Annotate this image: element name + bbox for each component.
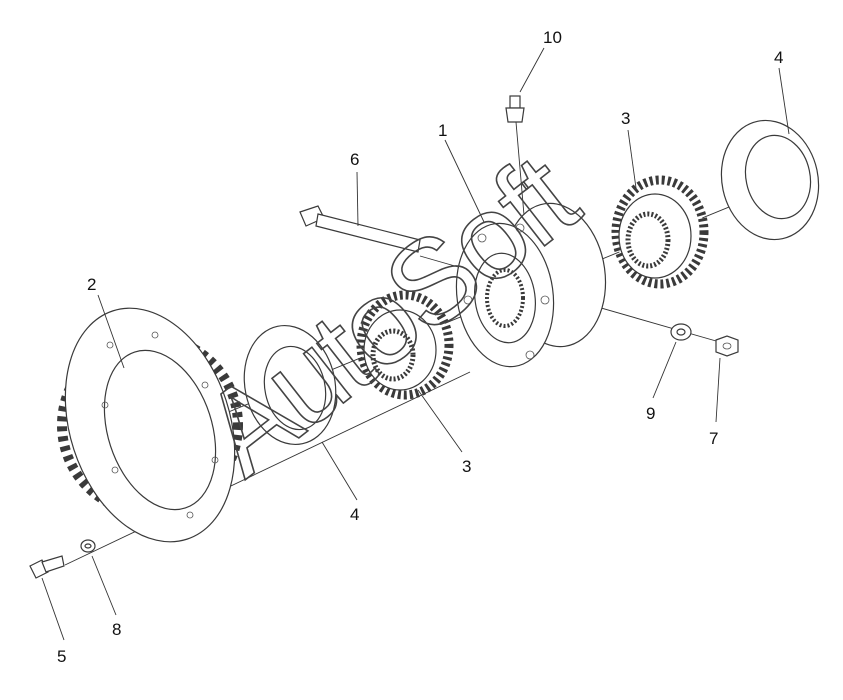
grease-fitting [505,95,525,123]
side-gear-right [611,175,709,289]
leader-8 [91,555,117,616]
side-cover-right [720,119,820,241]
short-bolt-shank [41,555,65,573]
callout-8: 8 [112,620,121,639]
callout-3-left: 3 [462,457,471,476]
side-gear-right-spline [625,211,671,269]
callout-5: 5 [57,647,66,666]
side-gear-right-hub [618,193,692,279]
bolt-axis [64,371,471,566]
callout-6: 6 [350,150,359,169]
grease-fitting-body [505,107,525,123]
grease-fitting-tip [509,95,521,109]
leader-4-right [778,67,790,135]
leader-6 [356,171,359,227]
nut-bore [722,342,732,350]
leader-10 [519,47,545,93]
side-gear-left [356,290,454,400]
housing-bolt-holes [463,223,550,360]
leader-3-right [627,129,637,189]
leader-9 [652,341,677,399]
washer-left [80,539,96,553]
differential-housing [455,202,607,368]
ring-gear-bore [103,349,217,511]
side-cover-right-inner [744,134,812,220]
callout-10: 10 [543,28,562,47]
leader-1 [444,139,485,223]
ring-gear-bolt-holes [101,331,219,519]
callout-7: 7 [709,429,718,448]
housing-bore [474,252,536,344]
leader-lines [41,47,790,641]
leader-5 [41,577,65,641]
leader-2 [97,294,125,369]
leader-3-left [417,389,463,453]
callout-4-left: 4 [350,505,359,524]
side-gear-left-spline [370,328,416,382]
side-cover-left [243,324,337,446]
washer-right-inner [676,328,686,336]
nut-body [715,335,739,357]
leader-7 [715,357,721,423]
callout-3-right: 3 [621,109,630,128]
washer-left-inner [84,543,92,549]
callout-labels: 1 2 3 3 4 4 5 6 7 8 9 10 [57,28,783,666]
ring-gear [57,307,243,543]
long-bolt [299,205,421,253]
callout-9: 9 [646,404,655,423]
callout-2: 2 [87,275,96,294]
callout-1: 1 [438,121,447,140]
nut [715,335,739,357]
side-gear-left-hub [363,309,437,391]
housing-spline [485,268,525,328]
short-bolt [29,555,65,579]
side-cover-left-inner [263,345,327,431]
washer-right [670,323,692,341]
leader-4-left [321,441,358,501]
fitting-axis [515,121,525,216]
callout-4-right: 4 [774,48,783,67]
long-bolt-shank [315,213,421,253]
